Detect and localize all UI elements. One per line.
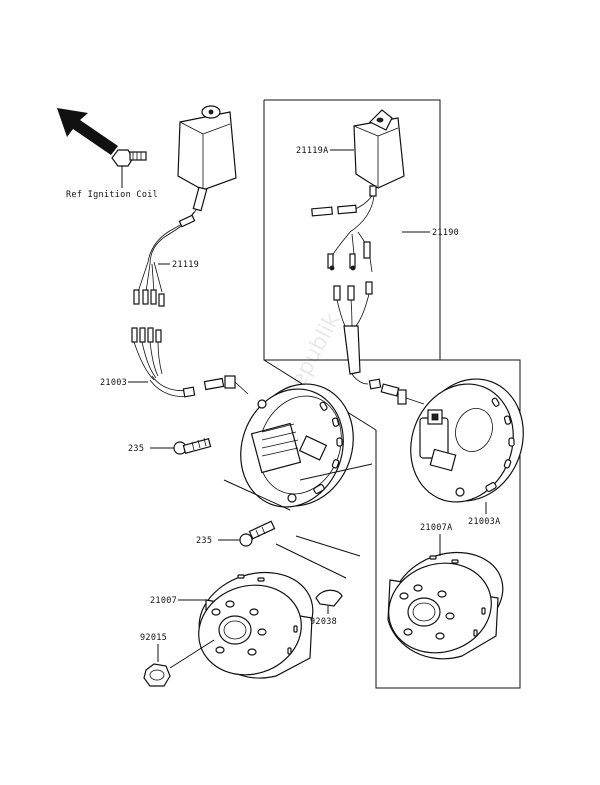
- label-21190: 21190: [432, 228, 459, 238]
- label-21007: 21007: [150, 596, 177, 606]
- bolt-ref-ignition-coil: [111, 149, 147, 167]
- cdi-unit-21119a: [353, 109, 405, 197]
- bolt-235-lower: [239, 520, 276, 547]
- label-21007a: 21007A: [420, 523, 453, 533]
- label-21003: 21003: [100, 378, 127, 388]
- nut-92015: [143, 663, 171, 687]
- cdi-unit-21119: [177, 105, 237, 212]
- flywheel-21007: [198, 571, 314, 679]
- bolt-235-upper: [173, 437, 212, 455]
- label-21119a: 21119A: [296, 146, 329, 156]
- label-235-upper: 235: [128, 444, 144, 454]
- assembly-box-21190: [263, 100, 521, 689]
- flywheel-21007a: [387, 551, 504, 660]
- label-21119: 21119: [172, 260, 199, 270]
- label-92015: 92015: [140, 633, 167, 643]
- stator-21003a: [410, 378, 524, 503]
- key-92038: [315, 589, 343, 607]
- label-92038: 92038: [310, 617, 337, 627]
- arrow-up-left-icon: [57, 108, 118, 155]
- label-21003a: 21003A: [468, 517, 501, 527]
- stator-21003: [240, 383, 354, 508]
- label-235-lower: 235: [196, 536, 212, 546]
- label-ref-ignition-coil: Ref Ignition Coil: [66, 190, 158, 200]
